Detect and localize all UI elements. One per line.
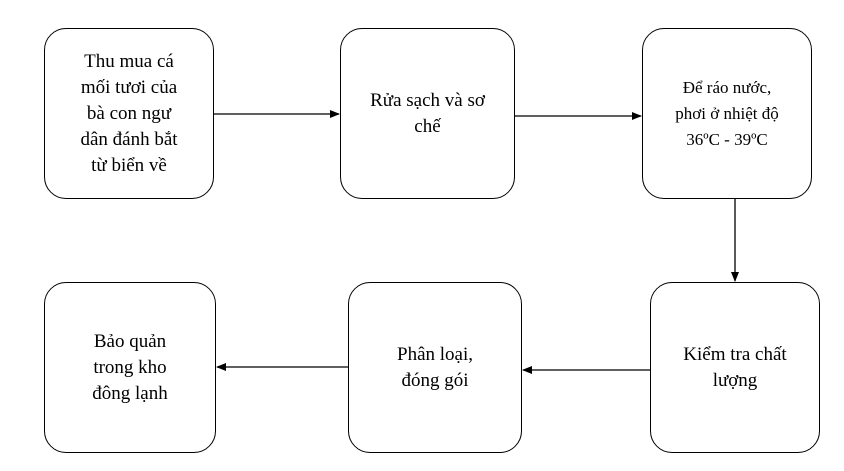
step-drain-and-dry: Để ráo nước, phơi ở nhiệt độ 36ºC - 39ºC <box>642 28 812 199</box>
step-sort-and-pack-label: Phân loại, đóng gói <box>397 343 473 391</box>
step-cold-storage-label: Bảo quản trong kho đông lạnh <box>92 330 168 404</box>
step-cold-storage: Bảo quản trong kho đông lạnh <box>44 282 216 453</box>
step-wash-and-prepare-label: Rửa sạch và sơ chế <box>370 89 485 137</box>
step-purchase-fresh-fish-label: Thu mua cá mối tươi của bà con ngư dân đ… <box>80 50 178 176</box>
step-drain-and-dry-label: Để ráo nước, phơi ở nhiệt độ 36ºC - 39ºC <box>675 77 779 149</box>
step-wash-and-prepare: Rửa sạch và sơ chế <box>340 28 515 199</box>
step-quality-check-label: Kiểm tra chất lượng <box>683 343 787 391</box>
step-purchase-fresh-fish: Thu mua cá mối tươi của bà con ngư dân đ… <box>44 28 214 199</box>
step-sort-and-pack: Phân loại, đóng gói <box>348 282 522 453</box>
step-quality-check: Kiểm tra chất lượng <box>650 282 820 453</box>
